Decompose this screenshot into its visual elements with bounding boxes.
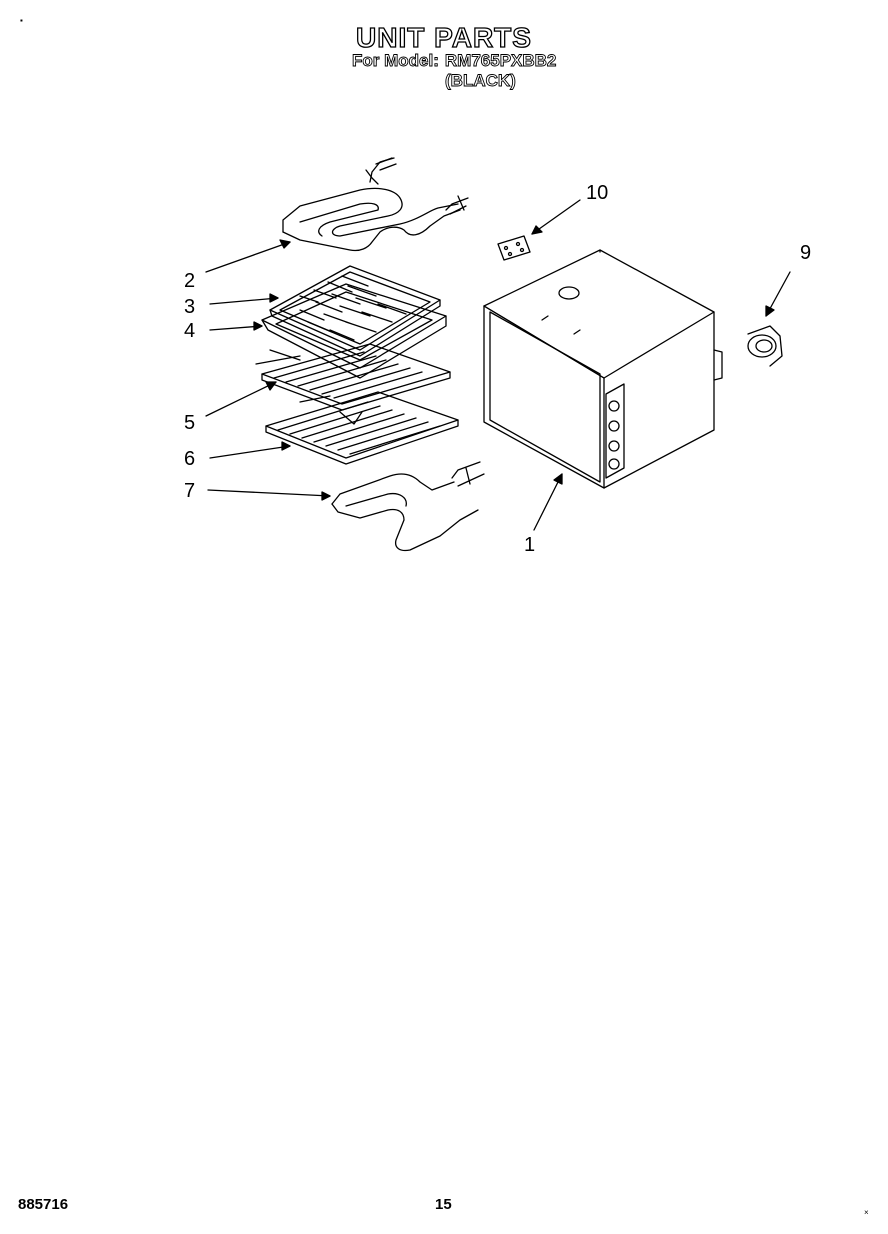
callout-9: 9	[800, 242, 812, 264]
leader-lines	[205, 199, 791, 531]
plate-drawing	[497, 235, 531, 261]
callout-6: 6	[184, 448, 196, 470]
callout-4: 4	[184, 320, 196, 342]
thermostat-bracket-drawing	[747, 325, 783, 367]
callout-5: 5	[184, 412, 196, 434]
model-line: For Model:RM765PXBB2	[352, 51, 557, 71]
callout-10: 10	[586, 182, 609, 204]
callout-7: 7	[184, 480, 196, 502]
bake-element-drawing	[331, 461, 485, 552]
model-color: (BLACK)	[445, 71, 517, 91]
lower-rack-drawing	[265, 391, 459, 465]
corner-mark: ×	[864, 1208, 869, 1217]
corner-mark: ▪	[20, 16, 23, 25]
document-number: 885716	[18, 1196, 69, 1213]
page-number: 15	[435, 1196, 452, 1213]
broiler-pan-drawing	[261, 283, 447, 379]
upper-rack-drawing	[255, 343, 451, 411]
page-title: UNIT PARTS	[355, 21, 532, 53]
callout-1: 1	[524, 534, 536, 556]
model-label: For Model:	[352, 51, 440, 71]
model-number: RM765PXBB2	[444, 51, 557, 71]
broil-element-drawing	[282, 157, 469, 252]
callout-3: 3	[184, 296, 196, 318]
broiler-grid-drawing	[269, 265, 441, 357]
callout-2: 2	[184, 270, 196, 292]
oven-cavity-drawing	[483, 249, 723, 489]
